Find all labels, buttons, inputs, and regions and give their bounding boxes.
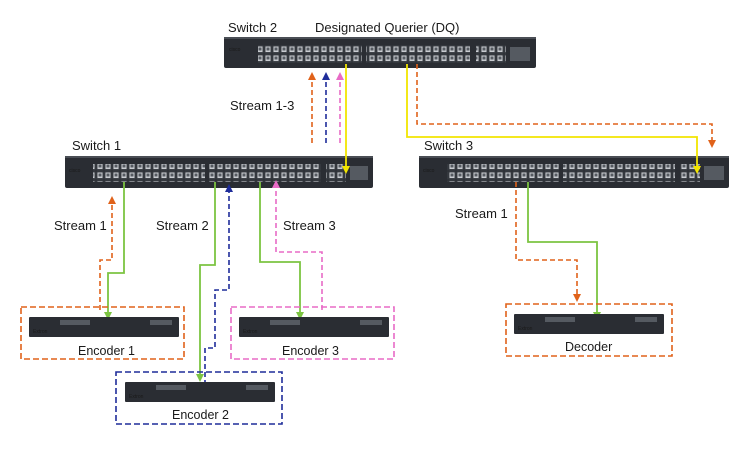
encoder-1-brand: Extron bbox=[33, 329, 48, 335]
encoder-2-label: Encoder 2 bbox=[172, 408, 229, 422]
encoder-1-label: Encoder 1 bbox=[78, 344, 135, 358]
switch-3-logo: cisco bbox=[423, 168, 435, 174]
decoder-data-link bbox=[527, 182, 601, 320]
switch-1-logo: cisco bbox=[69, 168, 81, 174]
encoder-2-data-link bbox=[196, 182, 216, 382]
stream-1-3-label: Stream 1-3 bbox=[230, 98, 294, 113]
stream-2-label: Stream 2 bbox=[156, 218, 209, 233]
encoder-2-device: Extron bbox=[125, 382, 275, 402]
encoder-3-label: Encoder 3 bbox=[282, 344, 339, 358]
stream-3-encoder-arrow bbox=[272, 180, 323, 310]
encoder-1-device: Extron bbox=[29, 317, 179, 337]
decoder-box bbox=[505, 303, 673, 357]
stream-1-decoder-request bbox=[515, 182, 581, 302]
stream-1-request-to-switch3 bbox=[416, 64, 716, 148]
switch-1-label: Switch 1 bbox=[72, 138, 121, 153]
switch-3: cisco bbox=[419, 156, 729, 188]
switch-2-logo: cisco bbox=[229, 47, 241, 53]
stream-1-left-label: Stream 1 bbox=[54, 218, 107, 233]
switch-3-label: Switch 3 bbox=[424, 138, 473, 153]
encoder-1-data-link bbox=[104, 182, 125, 320]
encoder-2-box bbox=[115, 371, 283, 425]
encoder-3-data-link bbox=[259, 182, 304, 320]
stream-1-encoder-arrow bbox=[99, 196, 116, 310]
switch-1: cisco bbox=[65, 156, 373, 188]
stream-3-label: Stream 3 bbox=[283, 218, 336, 233]
encoder-1-box bbox=[20, 306, 185, 360]
switch-2: cisco bbox=[224, 37, 536, 68]
encoder-3-brand: Extron bbox=[243, 329, 258, 335]
querier-label: Designated Querier (DQ) bbox=[315, 20, 460, 35]
decoder-device: Extron bbox=[514, 314, 664, 334]
encoder-2-brand: Extron bbox=[129, 394, 144, 400]
stream-2-encoder-arrow bbox=[204, 184, 233, 385]
multicast-switch2-to-switch3 bbox=[406, 64, 701, 174]
switch-2-label: Switch 2 bbox=[228, 20, 277, 35]
decoder-label: Decoder bbox=[565, 340, 612, 354]
encoder-3-box bbox=[230, 306, 395, 360]
encoder-3-device: Extron bbox=[239, 317, 389, 337]
stream-1-right-label: Stream 1 bbox=[455, 206, 508, 221]
decoder-brand: Extron bbox=[518, 326, 533, 332]
